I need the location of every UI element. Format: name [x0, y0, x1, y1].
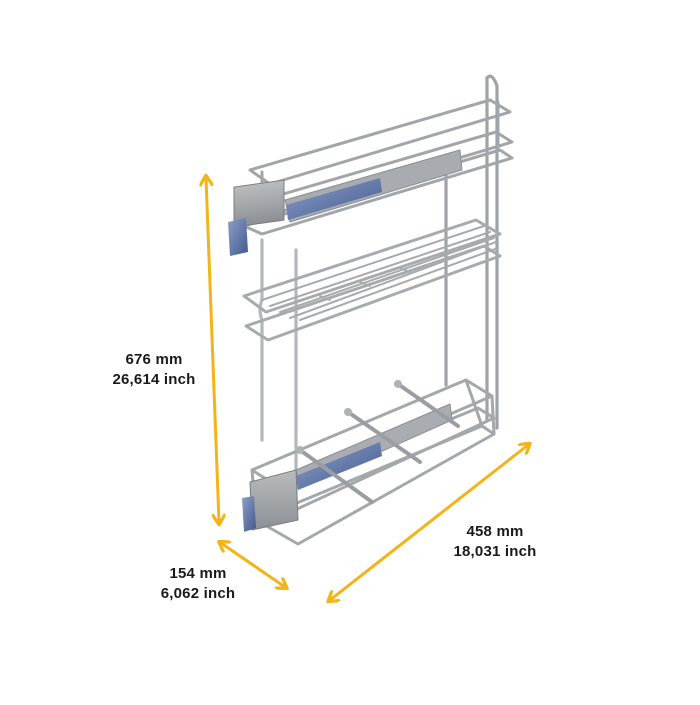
width-mm: 154 mm — [169, 565, 227, 582]
dimension-arrow-height — [206, 178, 219, 522]
length-inch: 18,031 inch — [453, 543, 537, 560]
length-mm: 458 mm — [466, 523, 524, 540]
height-dimension-label: 676 mm 26,614 inch — [104, 350, 204, 390]
width-dimension-label: 154 mm 6,062 inch — [148, 564, 248, 604]
height-mm: 676 mm — [125, 351, 183, 368]
middle-shelf — [242, 218, 502, 342]
top-slide-mechanism — [228, 149, 463, 256]
height-inch: 26,614 inch — [112, 371, 196, 388]
bottom-slide-mechanism — [242, 380, 460, 532]
length-dimension-label: 458 mm 18,031 inch — [440, 522, 550, 562]
basket-frame — [228, 74, 514, 546]
dimension-arrow-width — [221, 543, 285, 587]
width-inch: 6,062 inch — [160, 585, 236, 602]
dimension-arrow-length — [330, 445, 528, 600]
